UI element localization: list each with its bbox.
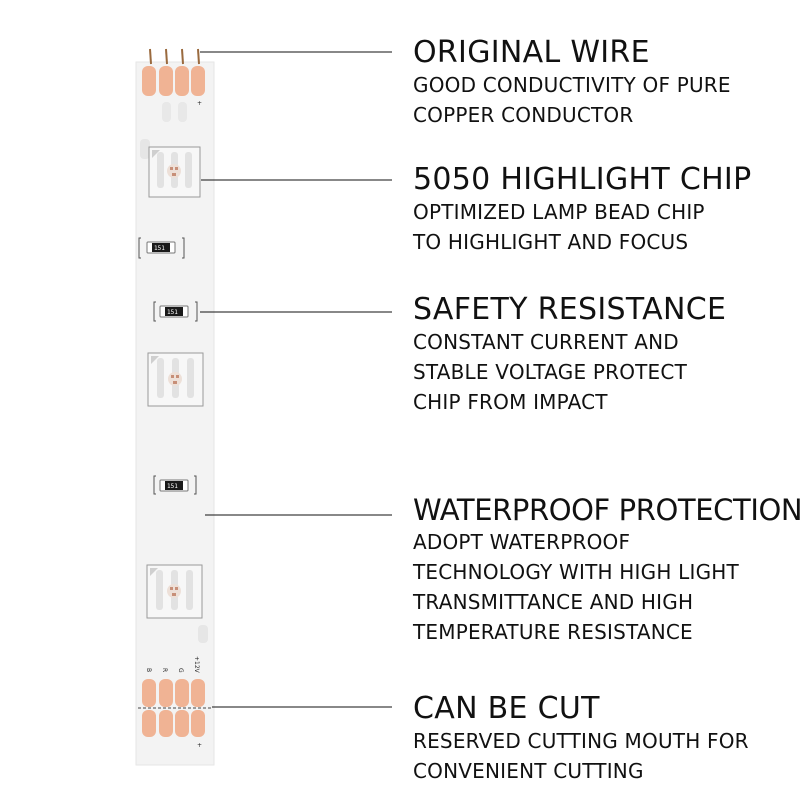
feature-desc-line: CHIP FROM IMPACT [413, 390, 608, 414]
led-chip-1 [140, 139, 201, 198]
pad-labels: B R G +12V [145, 656, 200, 674]
feature-title: ORIGINAL WIRE [413, 35, 650, 70]
led-chip-3 [146, 564, 203, 619]
pad-label-12v: +12V [193, 656, 200, 674]
feature-desc-line: CONSTANT CURRENT AND [413, 330, 679, 354]
feature-desc-line: GOOD CONDUCTIVITY OF PURE [413, 73, 731, 97]
bottom-plus-sign: + [197, 742, 202, 749]
feature-desc-line: TEMPERATURE RESISTANCE [413, 620, 693, 644]
feature-title: WATERPROOF PROTECTION [413, 493, 800, 527]
feature-desc-line: COPPER CONDUCTOR [413, 103, 634, 127]
resistor-1: 151 [138, 237, 185, 259]
resistor-2: 151 [153, 301, 198, 322]
feature-desc-line: TRANSMITTANCE AND HIGH [413, 590, 694, 614]
original-wires [149, 48, 200, 65]
leader-lines [200, 51, 392, 708]
feature-desc-line: TO HIGHLIGHT AND FOCUS [413, 230, 689, 254]
led-chip-2 [147, 352, 204, 407]
feature-title: 5050 HIGHLIGHT CHIP [413, 162, 752, 197]
feature-can-be-cut: CAN BE CUT RESERVED CUTTING MOUTH FOR CO… [413, 692, 793, 786]
resistor-3-label: 151 [167, 483, 178, 490]
top-plus-sign: + [197, 100, 202, 107]
feature-safety-resistance: SAFETY RESISTANCE CONSTANT CURRENT AND S… [413, 293, 793, 417]
feature-desc-line: CONVENIENT CUTTING [413, 759, 644, 783]
resistor-3: 151 [153, 475, 197, 495]
feature-desc-line: OPTIMIZED LAMP BEAD CHIP [413, 200, 705, 224]
feature-desc-line: RESERVED CUTTING MOUTH FOR [413, 729, 749, 753]
resistor-2-label: 151 [167, 309, 178, 316]
feature-title: CAN BE CUT [413, 691, 600, 726]
feature-desc-line: STABLE VOLTAGE PROTECT [413, 360, 687, 384]
feature-waterproof-protection: WATERPROOF PROTECTION ADOPT WATERPROOF T… [413, 493, 800, 647]
resistor-1-label: 151 [154, 245, 165, 252]
top-copper-pads [142, 66, 205, 96]
pad-label-b: B [145, 668, 152, 672]
feature-desc-line: TECHNOLOGY WITH HIGH LIGHT [413, 560, 739, 584]
pad-label-g: G [177, 668, 184, 673]
feature-highlight-chip: 5050 HIGHLIGHT CHIP OPTIMIZED LAMP BEAD … [413, 163, 793, 257]
feature-title: SAFETY RESISTANCE [413, 292, 727, 327]
feature-desc-line: ADOPT WATERPROOF [413, 530, 631, 554]
cut-copper-pads [142, 679, 205, 737]
feature-original-wire: ORIGINAL WIRE GOOD CONDUCTIVITY OF PURE … [413, 36, 793, 130]
pad-label-r: R [161, 668, 168, 672]
